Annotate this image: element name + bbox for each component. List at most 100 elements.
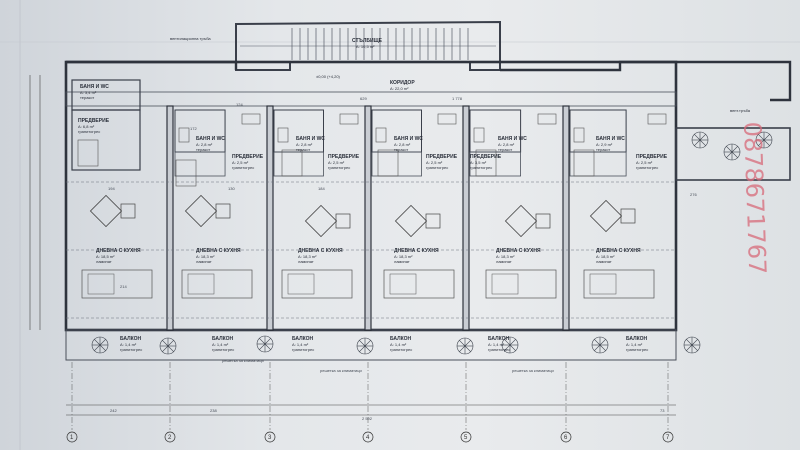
anteroom-name: ПРЕДВЕРИЕ (426, 154, 458, 160)
balcony-area: A: 1,4 m² (212, 342, 229, 347)
washbasin (437, 113, 457, 125)
washbasin (339, 113, 359, 125)
sofa (583, 269, 655, 299)
bath-area: A: 2,8 m² (498, 142, 515, 147)
planter-icon (356, 337, 374, 355)
anteroom-name: ПРЕДВЕРИЕ (232, 154, 264, 160)
living-kitchen-finish: ламинат (596, 259, 612, 264)
dim-629: 629 (360, 96, 367, 101)
sofa (383, 269, 455, 299)
kitchen-counter (281, 149, 303, 177)
balcony-area: A: 1,4 m² (488, 342, 505, 347)
left-anteroom-finish: гранитогрес (78, 129, 100, 134)
dim-172: 172 (190, 126, 197, 131)
anteroom-finish: гранитогрес (470, 165, 492, 170)
anteroom-finish: гранитогрес (636, 165, 658, 170)
anteroom-wall (371, 151, 422, 177)
balcony-name: БАЛКОН (390, 336, 412, 342)
toilet (277, 127, 289, 143)
kitchen-counter (175, 159, 197, 187)
dim-214: 214 (120, 284, 127, 289)
anteroom-name: ПРЕДВЕРИЕ (328, 154, 360, 160)
dim-242: 242 (110, 408, 117, 413)
kitchen-counter (573, 149, 595, 177)
planter-symbols (91, 131, 773, 355)
party-wall (266, 105, 274, 331)
furniture-symbols (77, 139, 655, 299)
bath-name: БАНЯ И WC (296, 136, 325, 142)
balcony-finish: гранитогрес (626, 347, 648, 352)
anteroom-area: A: 2,5 m² (328, 160, 345, 165)
living-kitchen-finish: ламинат (96, 259, 112, 264)
bath-name: БАНЯ И WC (596, 136, 625, 142)
living-kitchen-finish: ламинат (196, 259, 212, 264)
anteroom-name: ПРЕДВЕРИЕ (636, 154, 668, 160)
balcony-finish: гранитогрес (292, 347, 314, 352)
anteroom-finish: гранитогрес (232, 165, 254, 170)
living-kitchen-name: ДНЕВНА С КУХНЯ (196, 248, 241, 254)
axis-label: 6 (564, 435, 568, 441)
sofa-seat (187, 273, 215, 295)
left-bath-finish: теракот (80, 95, 94, 100)
planter-icon (691, 131, 709, 149)
corridor-area: A: 22,0 m² (390, 86, 409, 91)
dining-set (589, 199, 636, 233)
balcony-area: A: 1,4 m² (626, 342, 643, 347)
party-wall (462, 105, 470, 331)
dim-238: 238 (210, 408, 217, 413)
sofa-seat (589, 273, 617, 295)
balcony-finish: гранитогрес (488, 347, 510, 352)
washbasin (241, 113, 261, 125)
toilet (473, 127, 485, 143)
living-kitchen-area: A: 18,3 m² (394, 254, 413, 259)
anteroom-wall (273, 151, 324, 177)
living-kitchen-finish: ламинат (496, 259, 512, 264)
party-wall (562, 105, 570, 331)
sofa-seat (87, 273, 115, 295)
sofa (181, 269, 253, 299)
living-kitchen-name: ДНЕВНА С КУХНЯ (96, 248, 141, 254)
anteroom-finish: гранитогрес (328, 165, 350, 170)
balcony-finish: гранитогрес (120, 347, 142, 352)
balcony-strip (65, 329, 677, 361)
stair-block-wall (235, 20, 501, 71)
anteroom-area: A: 2,5 m² (232, 160, 249, 165)
balcony-finish: гранитогрес (212, 347, 234, 352)
planter-icon (683, 336, 701, 354)
sofa-seat (287, 273, 315, 295)
anteroom-area: A: 2,5 m² (426, 160, 443, 165)
axis-bubble (662, 431, 674, 443)
axis-label: 2 (168, 435, 172, 441)
bath-area: A: 2,8 m² (394, 142, 411, 147)
washbasin (647, 113, 667, 125)
toilet (573, 127, 585, 143)
toilet (375, 127, 387, 143)
planter-icon (456, 337, 474, 355)
stair-name: СТЪЛБИЩЕ (352, 38, 383, 44)
left-anteroom-wall (71, 109, 141, 171)
bath-finish: теракот (394, 147, 408, 152)
dim-1778: 1 778 (452, 96, 463, 101)
planter-icon (91, 336, 109, 354)
anteroom-name: ПРЕДВЕРИЕ (470, 154, 502, 160)
living-kitchen-area: A: 18,3 m² (298, 254, 317, 259)
axis-bubble (460, 431, 472, 443)
balcony-finish: гранитогрес (390, 347, 412, 352)
living-kitchen-area: A: 18,5 m² (96, 254, 115, 259)
bath-finish: теракот (296, 147, 310, 152)
dining-set (304, 204, 351, 238)
living-kitchen-area: A: 18,3 m² (196, 254, 215, 259)
stair-area: A: 10,5 m² (356, 44, 375, 49)
sofa-seat (491, 273, 519, 295)
kitchen-counter (475, 149, 497, 177)
living-kitchen-area: A: 18,5 m² (596, 254, 615, 259)
living-kitchen-name: ДНЕВНА С КУХНЯ (596, 248, 641, 254)
party-wall (364, 105, 372, 331)
axis-bubble (264, 431, 276, 443)
corridor-outline (65, 91, 677, 107)
ac-note-1: решетка за климатици (222, 358, 264, 363)
axis-label: 1 (70, 435, 74, 441)
